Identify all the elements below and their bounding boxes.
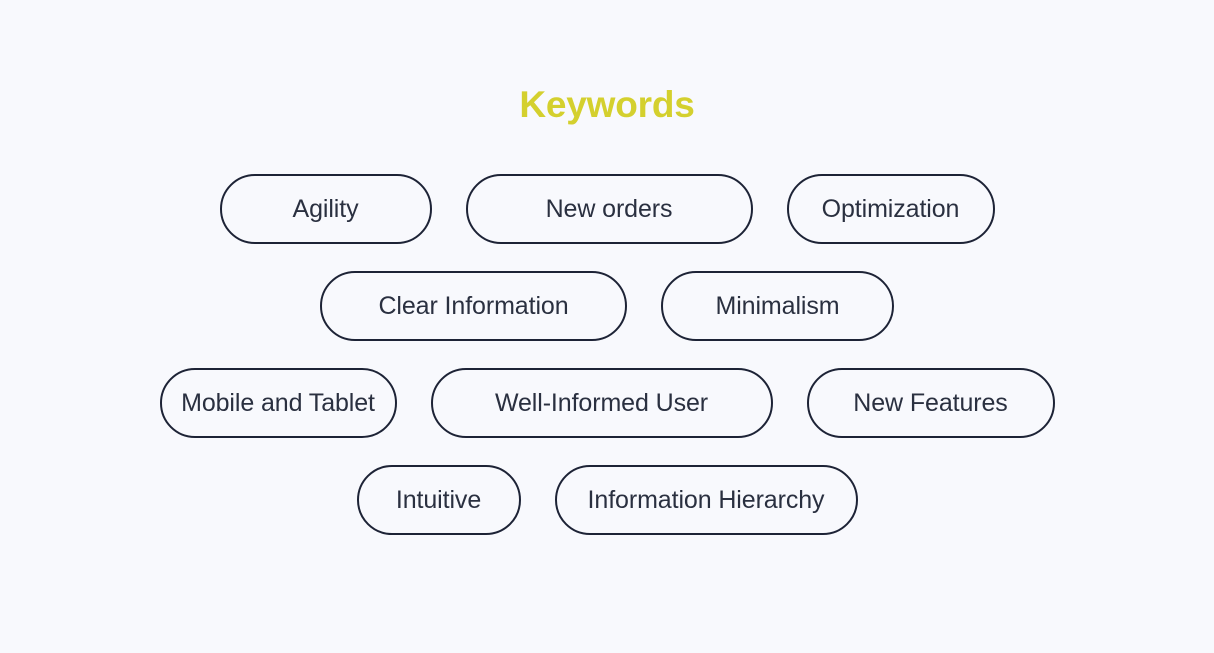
keyword-pill-optimization[interactable]: Optimization [786, 174, 995, 244]
keyword-pill-minimalism[interactable]: Minimalism [661, 271, 894, 341]
keyword-pill-group: Agility New orders Optimization Clear In… [0, 174, 1214, 535]
keyword-row: Clear Information Minimalism [0, 271, 1214, 341]
page-title: Keywords [519, 84, 695, 125]
keyword-pill-intuitive[interactable]: Intuitive [356, 465, 521, 535]
keyword-pill-clear-information[interactable]: Clear Information [320, 271, 627, 341]
keyword-pill-new-orders[interactable]: New orders [465, 174, 753, 244]
keyword-row: Mobile and Tablet Well-Informed User New… [0, 368, 1214, 438]
keyword-pill-well-informed-user[interactable]: Well-Informed User [430, 368, 773, 438]
keyword-pill-agility[interactable]: Agility [219, 174, 432, 244]
keyword-row: Intuitive Information Hierarchy [0, 465, 1214, 535]
keyword-pill-mobile-and-tablet[interactable]: Mobile and Tablet [159, 368, 397, 438]
keyword-pill-new-features[interactable]: New Features [806, 368, 1055, 438]
keyword-pill-information-hierarchy[interactable]: Information Hierarchy [554, 465, 858, 535]
keyword-row: Agility New orders Optimization [0, 174, 1214, 244]
